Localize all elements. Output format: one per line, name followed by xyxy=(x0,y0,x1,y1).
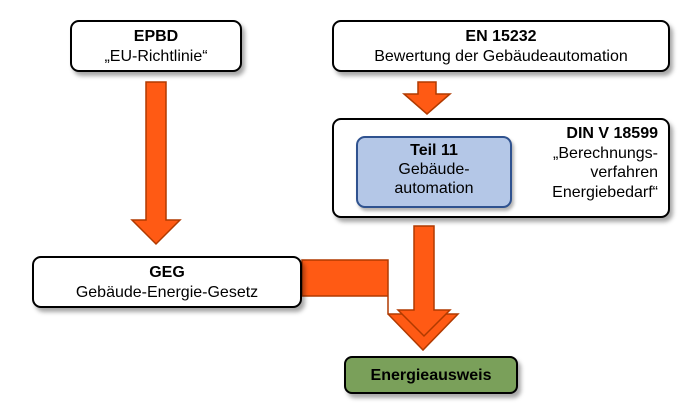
din-title: DIN V 18599 xyxy=(566,125,658,142)
teil11-line1: Gebäude- xyxy=(398,161,470,179)
geg-title: GEG xyxy=(149,264,185,281)
geg-subtitle: Gebäude-Energie-Gesetz xyxy=(75,284,259,301)
teil11-title: Teil 11 xyxy=(410,142,458,159)
arrow-din-to-energieausweis xyxy=(396,225,452,338)
din-box: Teil 11 Gebäude- automation DIN V 18599 … xyxy=(332,118,670,218)
epbd-subtitle: „EU-Richtlinie“ xyxy=(104,48,208,65)
epbd-title: EPBD xyxy=(133,28,179,45)
epbd-box: EPBD „EU-Richtlinie“ xyxy=(70,20,242,72)
teil11-box: Teil 11 Gebäude- automation xyxy=(356,136,512,208)
din-line3: Energiebedarf“ xyxy=(552,183,658,201)
arrow-en-to-din xyxy=(401,81,453,115)
teil11-line2: automation xyxy=(394,180,474,198)
geg-box: GEG Gebäude-Energie-Gesetz xyxy=(32,256,302,308)
din-line2: verfahren xyxy=(590,164,658,182)
en15232-title: EN 15232 xyxy=(465,28,537,45)
din-text: DIN V 18599 „Berechnungs- verfahren Ener… xyxy=(552,124,658,202)
energieausweis-label: Energieausweis xyxy=(370,367,492,384)
en15232-subtitle: Bewertung der Gebäudeautomation xyxy=(374,48,628,65)
energieausweis-box: Energieausweis xyxy=(344,356,518,394)
arrow-epbd-to-geg xyxy=(130,81,182,246)
en15232-box: EN 15232 Bewertung der Gebäudeautomation xyxy=(332,20,670,72)
din-line1: „Berechnungs- xyxy=(553,144,658,162)
